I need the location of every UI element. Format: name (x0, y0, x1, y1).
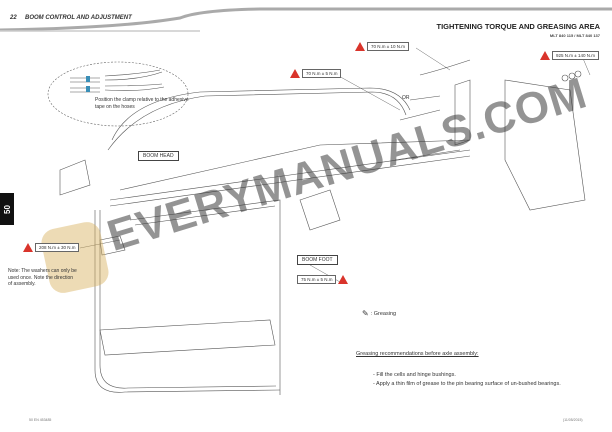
section-title: BOOM CONTROL AND ADJUSTMENT (25, 15, 132, 21)
torque-value: 70 N.m ± 5 N.m (302, 69, 342, 78)
page-title: TIGHTENING TORQUE AND GREASING AREA (436, 22, 600, 31)
grease-gun-icon: ✎ (362, 309, 369, 318)
greasing-legend-text: : Greasing (370, 310, 397, 317)
torque-value: 925 N.m ± 140 N.m (552, 51, 599, 60)
warning-icon (338, 275, 349, 284)
footer-date: (11/05/2015) (563, 418, 583, 422)
boom-foot-label: BOOM FOOT (297, 255, 338, 265)
clamp-marker (86, 86, 90, 92)
diagram-parts (59, 59, 586, 395)
warning-icon (355, 42, 365, 51)
washer-note: Note: The washers can only be used once.… (8, 268, 77, 287)
greasing-legend: ✎ : Greasing (362, 309, 396, 318)
torque-callout: 208 N.m ± 30 N.m (23, 243, 80, 252)
warning-icon (290, 69, 300, 78)
page-number: 22 (10, 15, 17, 21)
header-swoosh (0, 7, 612, 32)
chapter-tab: 50 (0, 193, 14, 225)
chapter-number: 50 (2, 204, 12, 214)
warning-icon (540, 51, 550, 60)
torque-value: 75 N.m ± 5 N.m (297, 275, 337, 284)
boom-head-label: BOOM HEAD (138, 151, 179, 161)
leader-lines (79, 47, 591, 283)
recommendation-item: - Apply a thin film of grease to the pin… (373, 381, 561, 387)
or-label: OR (402, 95, 410, 101)
recommendation-item: - Fill the cells and hinge bushings. (373, 372, 456, 378)
clamp-marker (86, 76, 90, 82)
torque-callout: 70 N.m ± 10 N.m (355, 42, 409, 51)
torque-value: 70 N.m ± 10 N.m (367, 42, 409, 51)
recommendations-heading: Greasing recommendations before axle ass… (356, 351, 479, 357)
clamp-note: Position the clamp relative to the adhes… (95, 97, 189, 110)
detail-oval (47, 61, 189, 127)
footer-reference: 50 EN 453485 (29, 418, 52, 422)
torque-callout: 70 N.m ± 5 N.m (290, 69, 342, 78)
torque-callout: 925 N.m ± 140 N.m (540, 51, 599, 60)
torque-value: 208 N.m ± 30 N.m (35, 243, 80, 252)
warning-icon (23, 243, 33, 252)
model-subtitle: MLT 840 115 / MLT 840 137 (549, 33, 600, 38)
torque-callout: 75 N.m ± 5 N.m (297, 275, 349, 284)
